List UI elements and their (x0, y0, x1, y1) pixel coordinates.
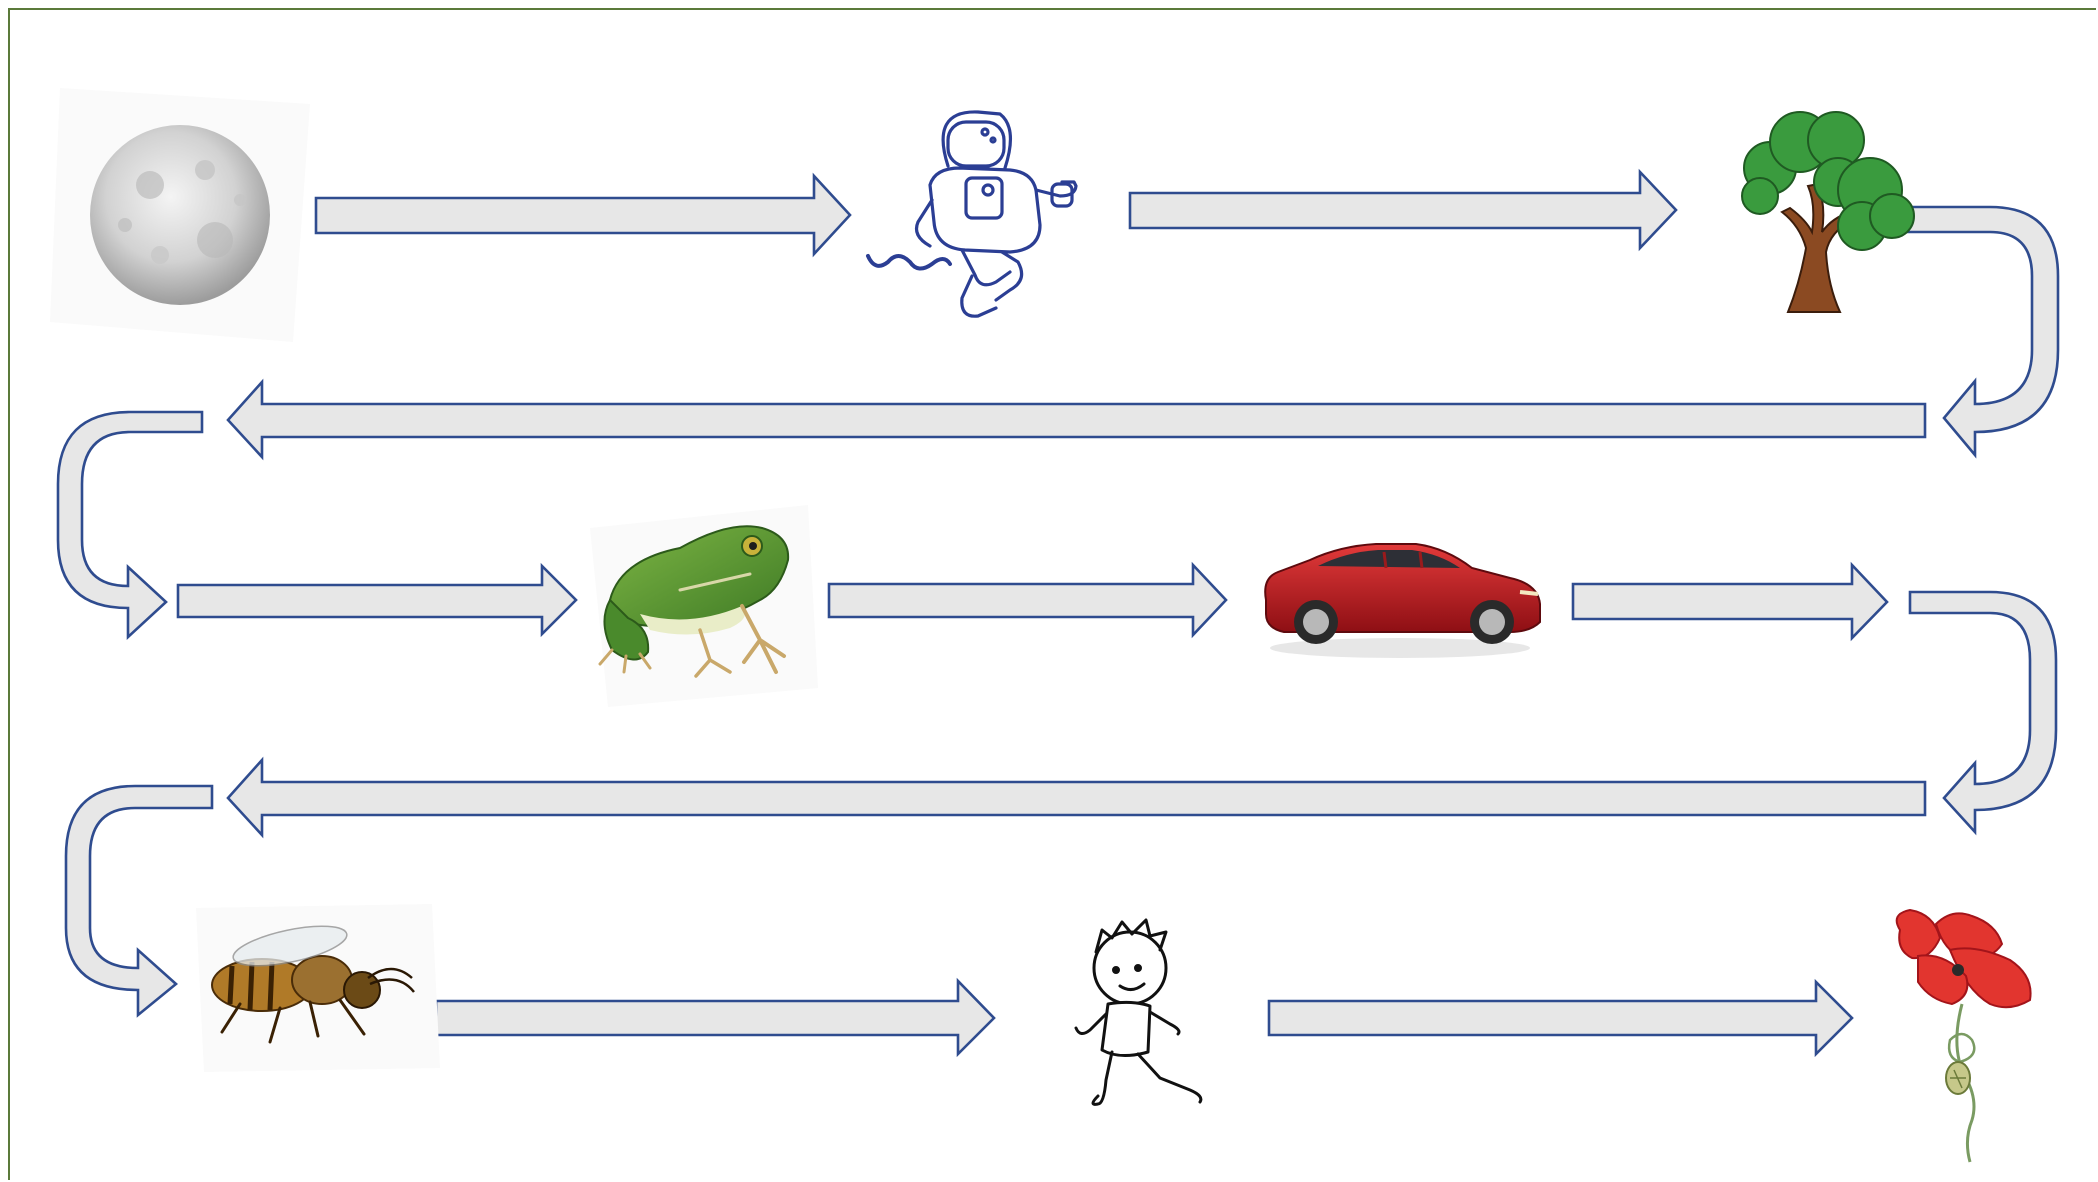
arrow-astronaut-to-tree (1128, 168, 1678, 252)
arrow-row4-leftward (226, 756, 1927, 839)
arrow-moon-to-astronaut (314, 172, 852, 258)
uturn-right-2 (1908, 590, 2058, 836)
bee-icon (196, 904, 440, 1072)
arrow-row2-leftward (226, 378, 1927, 461)
arrow-frog-to-car (827, 561, 1228, 639)
uturn-left-2 (64, 784, 214, 1018)
car-icon (1264, 543, 1541, 658)
moon-icon (50, 88, 310, 342)
astronaut-icon (866, 110, 1078, 318)
arrow-car-onward (1571, 561, 1889, 642)
frog-icon (590, 505, 818, 707)
diagram-frame (8, 8, 2096, 1180)
arrow-to-frog (176, 562, 578, 638)
arrow-bee-to-boy (434, 977, 996, 1058)
poppy-flower-icon (1895, 908, 2032, 1163)
uturn-left-1 (56, 410, 204, 640)
tree-icon (1741, 111, 1915, 313)
uturn-right-1 (1906, 205, 2060, 459)
arrow-boy-to-poppy (1267, 978, 1854, 1058)
walking-boy-icon (1074, 918, 1203, 1106)
